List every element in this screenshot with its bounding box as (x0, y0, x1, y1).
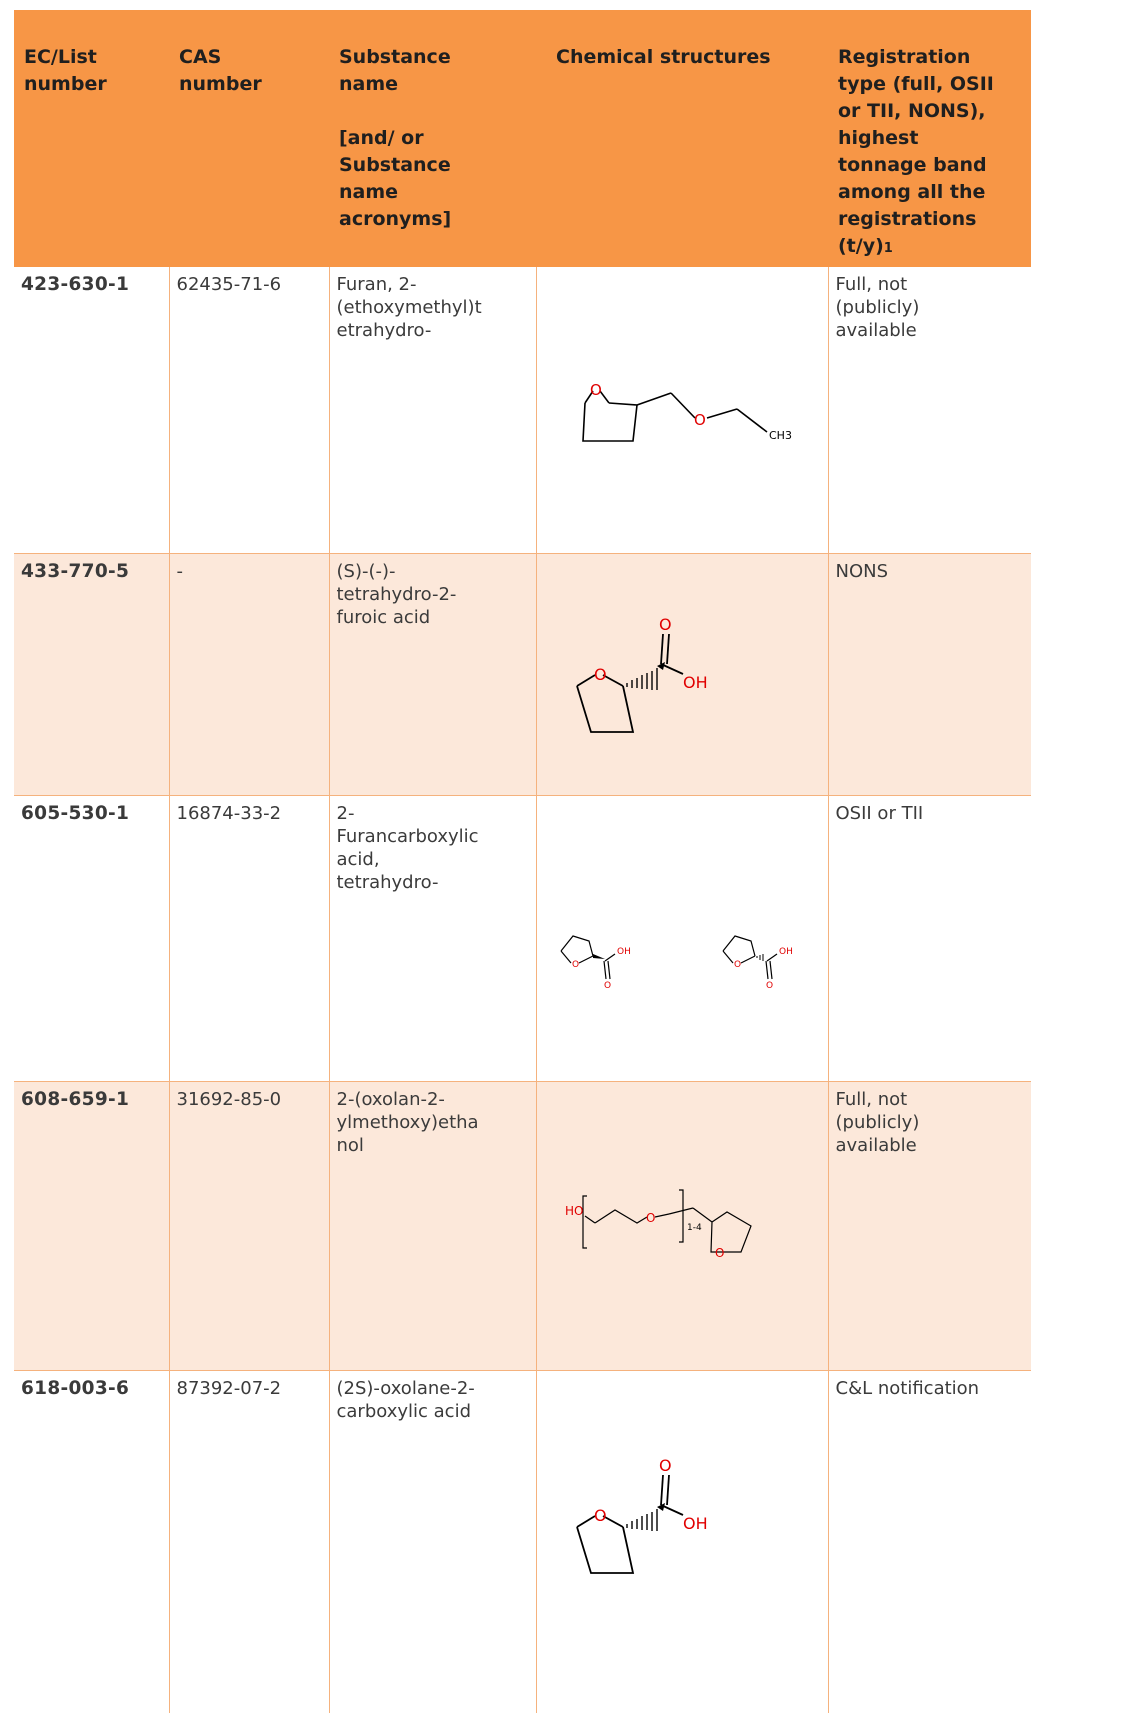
svg-text:OH: OH (779, 947, 793, 957)
ec-number: 433-770-5 (14, 553, 170, 796)
svg-text:OH: OH (617, 947, 631, 957)
svg-text:O: O (766, 981, 773, 991)
header-registration-type: Registration type (full, OSII or TII, NO… (828, 10, 1031, 267)
cas-number: 31692-85-0 (169, 1081, 330, 1371)
svg-text:CH3: CH3 (769, 429, 792, 442)
structure-2s-oxolane-carboxylic-acid: O O OH (575, 1456, 708, 1574)
ec-number: 605-530-1 (14, 795, 170, 1082)
footnote-marker: 1 (883, 241, 893, 256)
ec-number: 423-630-1 (14, 267, 170, 554)
registration-type: C&L notification (828, 1370, 1031, 1713)
svg-text:O: O (572, 960, 579, 970)
ec-number: 608-659-1 (14, 1081, 170, 1371)
structure-ethoxymethyl-thf: O O CH3 (581, 381, 792, 442)
svg-text:O: O (604, 981, 611, 991)
svg-text:O: O (594, 1506, 607, 1525)
cas-number: 87392-07-2 (169, 1370, 330, 1713)
svg-text:O: O (646, 1211, 655, 1225)
svg-text:OH: OH (683, 673, 708, 692)
svg-text:HO: HO (565, 1204, 583, 1218)
svg-text:O: O (594, 665, 607, 684)
cas-number: 16874-33-2 (169, 795, 330, 1082)
structure-s-tetrahydrofuroic-acid: O O OH (575, 615, 708, 733)
svg-text:O: O (659, 615, 672, 634)
svg-text:O: O (715, 1246, 724, 1260)
table-row: 433-770-5 - (S)-(-)-tetrahydro-2-furoic … (14, 553, 1031, 796)
structure-oxolanylmethoxy-ethanol: HO O O 1-4 (565, 1188, 752, 1260)
svg-text:OH: OH (683, 1514, 708, 1533)
header-chemical-structures: Chemical structures (536, 10, 828, 267)
table-row: 618-003-6 87392-07-2 (2S)-oxolane-2-carb… (14, 1370, 1031, 1713)
table-row: 423-630-1 62435-71-6 Furan, 2-(ethoxymet… (14, 267, 1031, 554)
svg-text:O: O (590, 381, 602, 399)
svg-text:O: O (694, 411, 706, 429)
chemical-structure: O O OH (536, 1370, 829, 1713)
svg-text:O: O (659, 1456, 672, 1475)
ec-number: 618-003-6 (14, 1370, 170, 1713)
registration-type: NONS (828, 553, 1031, 796)
registration-type: Full, not(publicly)available (828, 267, 1031, 554)
svg-text:1-4: 1-4 (687, 1223, 702, 1233)
chemical-structure: HO O O 1-4 (536, 1081, 829, 1371)
structure-racemic-tetrahydrofuroic-acid: O OH O (560, 934, 793, 991)
cas-number: - (169, 553, 330, 796)
chemical-structure: O O OH (536, 553, 829, 796)
svg-text:O: O (734, 960, 741, 970)
registration-type: Full, not(publicly)available (828, 1081, 1031, 1371)
cas-number: 62435-71-6 (169, 267, 330, 554)
substance-name: (2S)-oxolane-2-carboxylic acid (329, 1370, 537, 1713)
chemical-structure: O OH O (536, 795, 829, 1082)
table-row: 608-659-1 31692-85-0 2-(oxolan-2-ylmetho… (14, 1081, 1031, 1371)
substance-name: (S)-(-)-tetrahydro-2-furoic acid (329, 553, 537, 796)
registration-type: OSII or TII (828, 795, 1031, 1082)
chemical-structure: O O CH3 (536, 267, 829, 554)
